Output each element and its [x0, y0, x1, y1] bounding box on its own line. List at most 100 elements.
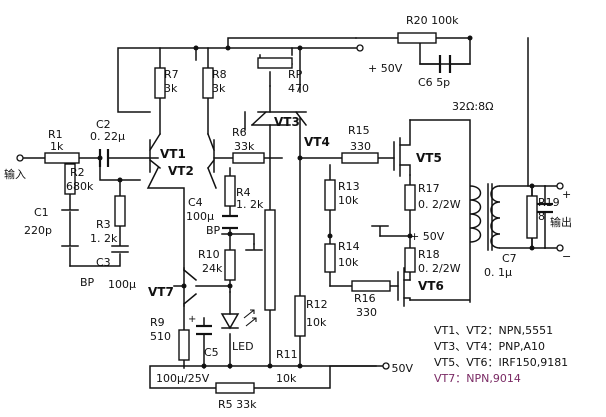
rp-body [257, 57, 293, 69]
r3-value: 1. 2k [90, 232, 118, 245]
r7-body [154, 67, 166, 99]
r12-body [294, 295, 306, 337]
capacitors: + [98, 55, 553, 336]
c2-value: 0. 22μ [90, 130, 125, 143]
c1-name: C1 [34, 206, 49, 219]
c7-body [537, 185, 553, 249]
c5-body: + [188, 314, 212, 336]
r15-name: R15 [348, 124, 370, 137]
r9-name: R9 [150, 316, 165, 329]
c6-body [419, 55, 471, 73]
vt2-symbol [206, 133, 216, 173]
r10-name: R10 [198, 248, 220, 261]
output-minus-label: − [562, 250, 571, 263]
output-minus-terminal [556, 244, 564, 252]
r12-name: R12 [306, 298, 328, 311]
c7-name: C7 [502, 252, 517, 265]
transistor-notes: VT1、VT2：NPN,5551 VT3、VT4：PNP,A10 VT5、VT6… [434, 324, 568, 385]
neg-rail-label: - 50V [384, 362, 413, 375]
vt3-symbol [250, 85, 308, 127]
r10-value: 24k [202, 262, 223, 275]
ground-symbols [245, 225, 389, 251]
pos-rail-terminal [356, 44, 364, 52]
note-line-1: VT1、VT2：NPN,5551 [434, 324, 553, 337]
r2-value: 680k [66, 180, 94, 193]
c4-value: 100μ [186, 210, 214, 223]
r7-name: R7 [164, 68, 179, 81]
r2-body [64, 163, 76, 195]
r13-value: 10k [338, 194, 359, 207]
vt5-symbol [393, 119, 411, 177]
c5-name: C5 [204, 346, 219, 359]
led-symbol [220, 309, 257, 330]
r4-value: 1. 2k [236, 198, 264, 211]
output-transformer [469, 183, 501, 251]
c2-name: C2 [96, 118, 111, 131]
r6-value: 33k [234, 140, 255, 153]
r6-body [232, 152, 265, 164]
r9-body [178, 329, 190, 361]
r12-value: 10k [306, 316, 327, 329]
r1-body [44, 152, 80, 164]
r10-body [224, 249, 236, 281]
r9-value: 510 [150, 330, 171, 343]
vt3-label: VT3 [274, 115, 300, 129]
note-line-4: VT7：NPN,9014 [434, 372, 521, 385]
r1-name: R1 [48, 128, 63, 141]
transistors [148, 85, 411, 307]
vt1-symbol [148, 132, 162, 173]
neg-rail-terminal [382, 362, 390, 370]
r8-name: R8 [212, 68, 227, 81]
r11-name: R11 [276, 348, 298, 361]
input-label: 输入 [4, 167, 26, 181]
r19-name: R19 [538, 196, 560, 209]
r8-body [202, 67, 214, 99]
input-terminal [16, 154, 24, 162]
r17-value: 0. 2/2W [418, 198, 461, 211]
r16-value: 330 [356, 306, 377, 319]
c4-name: C4 [188, 196, 203, 209]
led-label: LED [232, 340, 254, 353]
note-line-2: VT3、VT4：PNP,A10 [434, 340, 545, 353]
r17-body [404, 184, 416, 211]
r2-name: R2 [70, 166, 85, 179]
resistors [44, 32, 538, 394]
r18-body [404, 247, 416, 273]
r20-label: R20 100k [406, 14, 459, 27]
vt1-label: VT1 [160, 147, 186, 161]
r6-name: R6 [232, 126, 247, 139]
r3-name: R3 [96, 218, 111, 231]
output-label: 输出 [550, 215, 572, 229]
vt4-label: VT4 [304, 135, 330, 149]
bp-mid-label: BP [206, 224, 221, 237]
vt5-label: VT5 [416, 151, 442, 165]
r18-name: R18 [418, 248, 440, 261]
c3-name: C3 [96, 256, 111, 269]
mid-pos-rail-label: + 50V [410, 230, 445, 243]
r5-label: R5 33k [218, 398, 257, 411]
r13-name: R13 [338, 180, 360, 193]
r14-value: 10k [338, 256, 359, 269]
c1-value: 220p [24, 224, 52, 237]
bp-left-label: BP [80, 276, 95, 289]
vt2-label: VT2 [168, 164, 194, 178]
r8-value: 3k [212, 82, 226, 95]
r20-body [397, 32, 437, 44]
r16-name: R16 [354, 292, 376, 305]
rp-value: 470 [288, 82, 309, 95]
speaker-ratio-label: 32Ω:8Ω [452, 100, 494, 113]
note-line-3: VT5、VT6：IRF150,9181 [434, 356, 568, 369]
c7-value: 0. 1μ [484, 266, 512, 279]
r11-value: 10k [276, 372, 297, 385]
r4-name: R4 [236, 186, 251, 199]
vt6-label: VT6 [418, 279, 444, 293]
c3-value: 100μ [108, 278, 136, 291]
r7-value: 3k [164, 82, 178, 95]
r16-body [351, 280, 391, 292]
r5-body [215, 382, 255, 394]
r18-value: 0. 2/2W [418, 262, 461, 275]
r1-value: 1k [50, 140, 64, 153]
r14-name: R14 [338, 240, 360, 253]
vt6-symbol [397, 267, 411, 307]
